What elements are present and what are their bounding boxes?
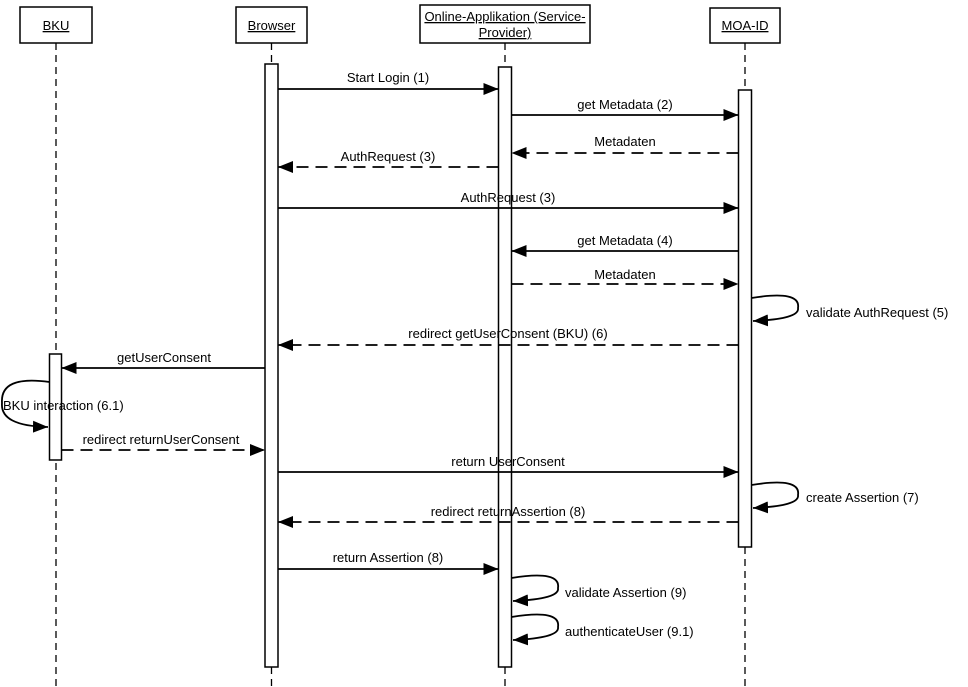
label-redirect-returnassertion: redirect returnAssertion (8)	[431, 504, 586, 519]
label-validate-authrequest: validate AuthRequest (5)	[806, 305, 948, 320]
actor-box-moa-id	[709, 7, 781, 44]
label-start-login: Start Login (1)	[347, 70, 429, 85]
label-validate-assertion: validate Assertion (9)	[565, 585, 686, 600]
actor-box-browser	[235, 6, 308, 44]
label-return-assertion: return Assertion (8)	[333, 550, 444, 565]
actor-label-moa-id: MOA-ID	[722, 18, 769, 33]
actor-headers: BKU Browser Online-Applikation (Service-…	[19, 4, 781, 44]
self-loop-validate-authrequest	[751, 294, 799, 327]
activation-bku	[48, 353, 63, 461]
label-create-assertion: create Assertion (7)	[806, 490, 919, 505]
label-get-metadata-2: get Metadata (2)	[577, 97, 672, 112]
label-metadaten-2: Metadaten	[594, 267, 655, 282]
activation-online-applikation	[497, 66, 513, 668]
actor-label-online-applikation-line2: Provider)	[479, 25, 532, 40]
label-metadaten-1: Metadaten	[594, 134, 655, 149]
label-redirect-returnuserconsent: redirect returnUserConsent	[83, 432, 240, 447]
label-getuserconsent: getUserConsent	[117, 350, 211, 365]
label-authenticateuser: authenticateUser (9.1)	[565, 624, 694, 639]
activation-bars	[48, 63, 753, 668]
message-arrows	[1, 83, 799, 646]
self-loop-authenticateuser	[511, 613, 559, 646]
self-loop-validate-assertion	[511, 574, 559, 607]
label-authrequest-3-forward: AuthRequest (3)	[461, 190, 556, 205]
label-redirect-getuserconsent: redirect getUserConsent (BKU) (6)	[408, 326, 607, 341]
label-authrequest-3-return: AuthRequest (3)	[341, 149, 436, 164]
activation-moa-id	[737, 89, 753, 548]
actor-label-browser: Browser	[248, 18, 296, 33]
activation-browser	[264, 63, 279, 668]
self-loop-bku-interaction	[1, 379, 50, 433]
actor-label-bku: BKU	[43, 18, 70, 33]
self-loop-create-assertion	[751, 481, 799, 514]
actor-box-bku	[19, 6, 93, 44]
label-bku-interaction: BKU interaction (6.1)	[3, 398, 124, 413]
label-return-userconsent: return UserConsent	[451, 454, 565, 469]
message-labels: Start Login (1) get Metadata (2) Metadat…	[3, 70, 948, 639]
actor-label-online-applikation-line1: Online-Applikation (Service-	[424, 9, 585, 24]
label-get-metadata-4: get Metadata (4)	[577, 233, 672, 248]
actor-box-online-applikation	[419, 4, 591, 44]
